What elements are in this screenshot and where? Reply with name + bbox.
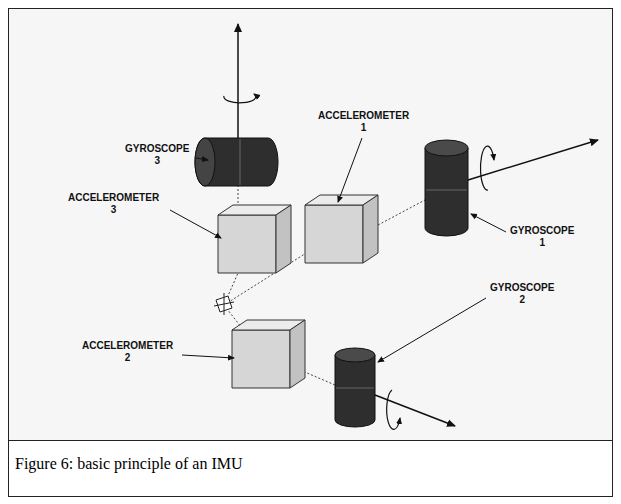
leader-lines bbox=[170, 138, 506, 362]
accelerometer-cube bbox=[218, 205, 291, 273]
figure-frame bbox=[9, 9, 613, 497]
part-label: GYROSCOPE 3 bbox=[125, 143, 189, 167]
accelerometer-cube bbox=[232, 320, 305, 388]
part-label: ACCELEROMETER 1 bbox=[318, 110, 409, 134]
part-label: ACCELEROMETER 3 bbox=[68, 192, 159, 216]
figure-caption: Figure 6: basic principle of an IMU bbox=[15, 455, 243, 473]
gyroscope-cylinder bbox=[425, 140, 598, 236]
part-label: GYROSCOPE 2 bbox=[490, 282, 554, 306]
origin-axes bbox=[214, 293, 234, 315]
accelerometer-cube bbox=[305, 195, 378, 263]
part-label: ACCELEROMETER 2 bbox=[82, 340, 173, 364]
part-label: GYROSCOPE 1 bbox=[510, 225, 574, 249]
gyroscope-cylinder bbox=[195, 24, 278, 186]
gyroscope-cylinder bbox=[335, 348, 455, 429]
